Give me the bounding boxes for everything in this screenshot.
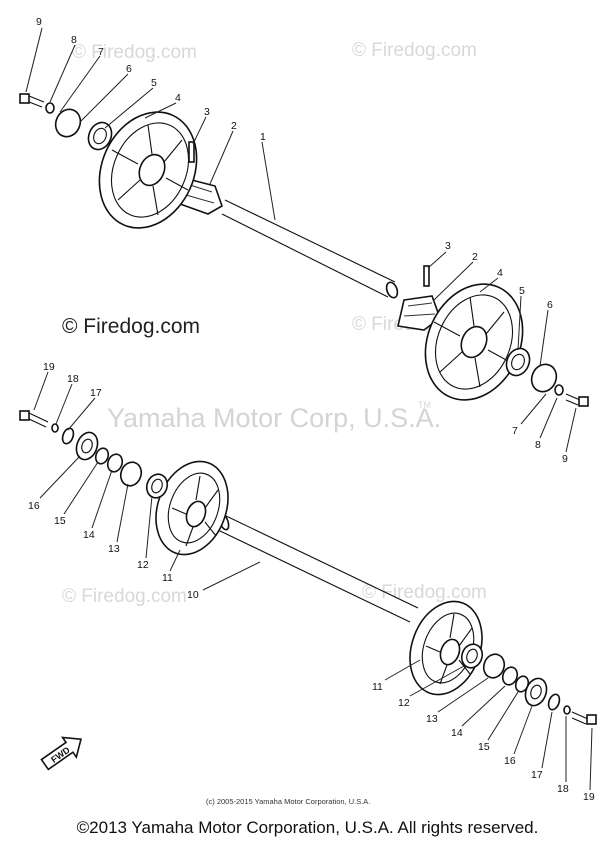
lower-right-bolt [571, 711, 597, 725]
upper-right-wheel [424, 283, 524, 401]
upper-left-callouts: 9 8 7 6 5 4 3 2 1 [36, 16, 266, 143]
callout-4: 4 [175, 92, 181, 104]
callout-18: 18 [557, 783, 569, 795]
upper-right-bolt [565, 393, 589, 407]
upper-right-leaders [427, 251, 577, 453]
lower-left-cap [75, 431, 99, 461]
callout-15: 15 [54, 515, 66, 527]
callout-5: 5 [519, 285, 525, 297]
callout-9: 9 [562, 453, 568, 465]
upper-right-seal [530, 363, 558, 393]
callout-12: 12 [137, 559, 149, 571]
upper-right-washer [554, 384, 564, 396]
upper-left-wheel [98, 111, 198, 229]
lower-right-washer-18 [563, 705, 571, 715]
callout-16: 16 [504, 755, 516, 767]
callout-12: 12 [398, 697, 410, 709]
callout-6: 6 [126, 63, 132, 75]
upper-right-bearing [505, 347, 531, 377]
callout-4: 4 [497, 267, 503, 279]
callout-11: 11 [162, 572, 173, 584]
watermark-mid-left: © Firedog.com [62, 315, 200, 338]
callout-2: 2 [472, 251, 478, 263]
lower-left-wheel [155, 460, 229, 556]
page-copyright: ©2013 Yamaha Motor Corporation, U.S.A. A… [76, 818, 539, 837]
upper-left-key [188, 141, 195, 163]
callout-9: 9 [36, 16, 42, 28]
lower-right-ring-14 [501, 666, 519, 686]
lower-right-cap [524, 677, 548, 707]
callout-6: 6 [547, 299, 553, 311]
lower-left-ring-13 [119, 461, 143, 487]
callout-7: 7 [512, 425, 518, 437]
callout-8: 8 [535, 439, 541, 451]
lower-right-callouts: 11 12 13 14 15 16 17 18 19 [372, 681, 595, 803]
callout-17: 17 [531, 769, 543, 781]
lower-left-leaders [33, 371, 261, 591]
lower-right-leaders [384, 659, 593, 791]
callout-5: 5 [151, 77, 157, 89]
callout-16: 16 [28, 500, 40, 512]
callout-13: 13 [426, 713, 438, 725]
upper-left-seal [54, 108, 82, 138]
watermark-trademark: TM [418, 400, 431, 410]
callout-13: 13 [108, 543, 120, 555]
lower-axle-assembly [19, 371, 597, 791]
callout-14: 14 [83, 529, 95, 541]
callout-3: 3 [204, 106, 210, 118]
callout-2: 2 [231, 120, 237, 132]
lower-left-bolt [19, 410, 49, 428]
upper-right-callouts: 3 2 4 5 6 7 8 9 [445, 240, 568, 465]
lower-left-washer-17 [61, 427, 75, 445]
upper-left-bolt [19, 93, 45, 108]
lower-right-bearing [460, 643, 484, 669]
watermark-lower-left: © Firedog.com [62, 586, 187, 607]
lower-left-washer-18 [51, 423, 59, 433]
watermark-lower-right: © Firedog.com [362, 582, 487, 603]
callout-18: 18 [67, 373, 79, 385]
callout-17: 17 [90, 387, 102, 399]
upper-left-leaders [25, 27, 276, 221]
callout-15: 15 [478, 741, 490, 753]
callout-8: 8 [71, 34, 77, 46]
callout-19: 19 [43, 361, 55, 373]
lower-left-bearing [145, 473, 169, 499]
callout-10: 10 [187, 589, 199, 601]
upper-axle-assembly [19, 27, 589, 453]
upper-shaft [221, 199, 399, 299]
callout-7: 7 [98, 46, 104, 58]
callout-19: 19 [583, 791, 595, 803]
callout-3: 3 [445, 240, 451, 252]
diagram-copyright: (c) 2005-2015 Yamaha Motor Corporation, … [206, 797, 370, 806]
upper-left-bearing [87, 121, 113, 151]
upper-right-sleeve [397, 295, 441, 331]
upper-left-washer [45, 102, 55, 114]
callout-14: 14 [451, 727, 463, 739]
lower-right-ring-13 [482, 653, 506, 679]
fwd-direction-badge: FWD [40, 736, 82, 771]
upper-right-key [423, 265, 430, 287]
watermark-top-left: © Firedog.com [72, 42, 197, 63]
callout-11: 11 [372, 681, 383, 693]
watermark-top-right: © Firedog.com [352, 40, 477, 61]
lower-right-washer-17 [547, 693, 561, 711]
watermark-yamaha: Yamaha Motor Corp, U.S.A. [107, 403, 441, 433]
lower-left-callouts: 19 18 17 16 15 14 13 12 11 10 [28, 361, 199, 601]
lower-left-ring-15 [94, 447, 110, 465]
callout-1: 1 [260, 131, 266, 143]
